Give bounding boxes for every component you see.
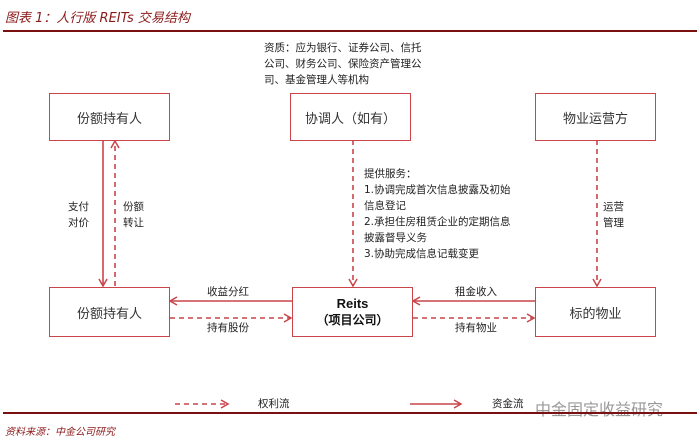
- box-unit-holder-bottom: 份额持有人: [49, 287, 170, 337]
- box-label: 物业运营方: [562, 111, 628, 127]
- note-line: 公司、财务公司、保险资产管理公: [264, 58, 422, 70]
- label-line: 对价: [68, 217, 89, 229]
- box-label: 份额持有人: [76, 111, 142, 127]
- hold-shares-label: 持有股份: [207, 322, 249, 334]
- label-line: 信息登记: [364, 200, 406, 212]
- box-label: 协调人（如有）: [304, 111, 396, 127]
- label-line: 转让: [123, 217, 144, 229]
- box-label: 标的物业: [569, 306, 622, 322]
- footer-divider: [3, 412, 697, 414]
- box-sublabel: （项目公司）: [316, 313, 389, 327]
- box-unit-holder-top: 份额持有人: [49, 93, 170, 141]
- box-reits: Reits （项目公司）: [292, 287, 413, 337]
- figure-title: 图表 1：人行版 REITs 交易结构: [5, 11, 190, 26]
- rent-label: 租金收入: [455, 286, 497, 298]
- transfer-label: 份额转让: [123, 199, 144, 231]
- source-note: 资料来源：中金公司研究: [5, 427, 115, 438]
- box-underlying-property: 标的物业: [535, 287, 656, 337]
- label-line: 运营: [603, 201, 624, 213]
- dividend-label: 收益分红: [207, 286, 249, 298]
- title-divider: [3, 30, 697, 32]
- box-coordinator: 协调人（如有）: [290, 93, 411, 141]
- hold-property-label: 持有物业: [455, 322, 497, 334]
- label-line: 管理: [603, 217, 624, 229]
- box-label: Reits: [336, 296, 369, 311]
- legend-capital-flow: 资金流: [492, 398, 524, 410]
- services-label: 提供服务： 1.协调完成首次信息披露及初始 信息登记 2.承担住房租赁企业的定期…: [364, 166, 511, 262]
- pay-label: 支付对价: [68, 199, 89, 231]
- label-line: 披露督导义务: [364, 232, 427, 244]
- ops-label: 运营管理: [603, 199, 624, 231]
- legend-rights-flow: 权利流: [258, 398, 290, 410]
- watermark: 中金固定收益研究: [535, 400, 664, 419]
- note-line: 资质：应为银行、证券公司、信托: [264, 42, 422, 54]
- label-line: 1.协调完成首次信息披露及初始: [364, 184, 511, 196]
- label-line: 2.承担住房租赁企业的定期信息: [364, 216, 511, 228]
- box-label: 份额持有人: [76, 306, 142, 322]
- label-line: 提供服务：: [364, 168, 417, 180]
- label-line: 份额: [123, 201, 144, 213]
- qualification-note: 资质：应为银行、证券公司、信托 公司、财务公司、保险资产管理公 司、基金管理人等…: [264, 40, 422, 88]
- box-property-operator: 物业运营方: [535, 93, 656, 141]
- note-line: 司、基金管理人等机构: [264, 74, 369, 86]
- label-line: 支付: [68, 201, 89, 213]
- label-line: 3.协助完成信息记载变更: [364, 248, 480, 260]
